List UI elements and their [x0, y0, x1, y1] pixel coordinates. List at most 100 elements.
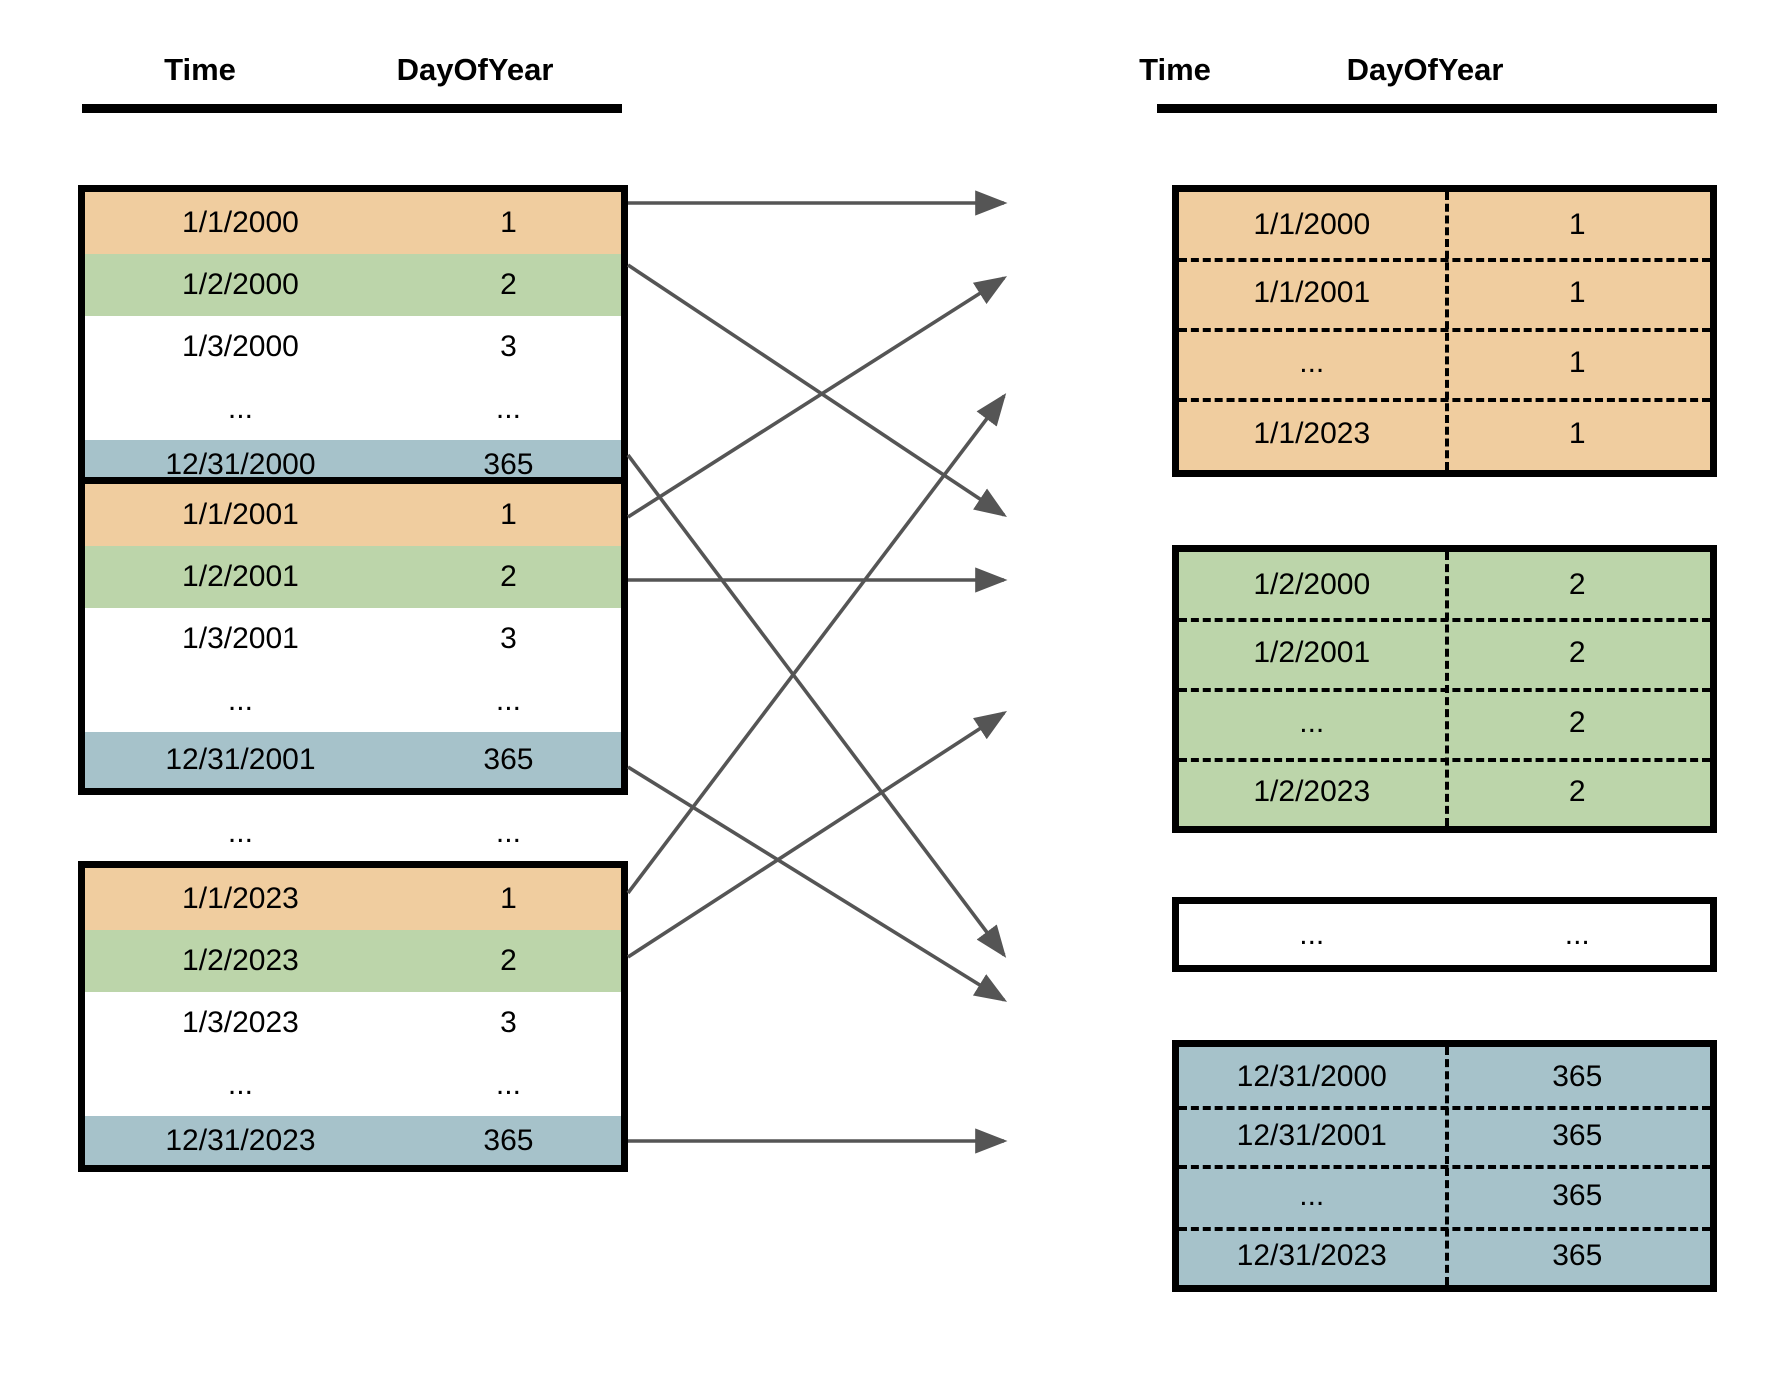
cell-dayofyear: 365: [1552, 1119, 1603, 1152]
cell-dayofyear: 1: [1568, 346, 1586, 379]
source-table-year-2023: 1/1/2023 1 1/2/2023 2 1/3/2023 3 ... ...…: [78, 861, 628, 1172]
cell-time: ...: [1299, 918, 1325, 951]
cell-time: 12/31/2001: [1236, 1119, 1387, 1152]
cell-time: 1/2/2000: [85, 254, 396, 316]
cell-time: ...: [1299, 1179, 1325, 1212]
table-row: 1/1/2001 1: [1179, 258, 1710, 328]
table-row: 12/31/2000 365: [1179, 1047, 1710, 1106]
cell-dayofyear: 2: [395, 254, 621, 316]
cell-dayofyear: 365: [1552, 1060, 1603, 1093]
right-header-time: Time: [1139, 52, 1211, 87]
cell-dayofyear: 2: [1568, 775, 1586, 808]
cell-dayofyear: 2: [395, 930, 621, 992]
cell-time: 1/2/2001: [1253, 636, 1371, 669]
cell-time: ...: [227, 816, 253, 849]
table-row: 1/1/2000 1: [85, 192, 621, 254]
table-row: 12/31/2001 365: [1179, 1106, 1710, 1165]
cell-dayofyear: 1: [395, 192, 621, 254]
cell-time: 1/2/2023: [1253, 775, 1371, 808]
table-row: 12/31/2023 365: [1179, 1227, 1710, 1285]
cell-time: 12/31/2023: [85, 1116, 396, 1165]
cell-dayofyear: 3: [395, 608, 621, 670]
table-row: 1/3/2023 3: [85, 992, 621, 1054]
connector-arrow: [627, 711, 1008, 959]
source-table-year-2000: 1/1/2000 1 1/2/2000 2 1/3/2000 3 ... ...…: [78, 185, 628, 490]
left-header-dayofyear: DayOfYear: [396, 52, 554, 87]
table-row: 1/2/2023 2: [85, 930, 621, 992]
cell-dayofyear: 1: [1568, 417, 1586, 450]
cell-time: ...: [85, 1054, 396, 1116]
cell-dayofyear: 3: [395, 992, 621, 1054]
table-row: 1/2/2001 2: [85, 546, 621, 608]
connector-arrow: [627, 263, 1007, 517]
cell-dayofyear: 2: [1568, 568, 1586, 601]
cell-dayofyear: ...: [1564, 918, 1590, 951]
cell-dayofyear: 1: [1568, 208, 1586, 241]
cell-time: ...: [85, 378, 396, 440]
table-row: ... ...: [85, 670, 621, 732]
cell-time: 12/31/2023: [1236, 1239, 1387, 1272]
table-row: 12/31/2023 365: [85, 1116, 621, 1165]
cell-dayofyear: 1: [395, 868, 621, 930]
cell-dayofyear: 365: [1552, 1179, 1603, 1212]
cell-time: 1/3/2000: [85, 316, 396, 378]
table-row: 1/1/2000 1: [1179, 192, 1710, 258]
right-header-rule: [1157, 104, 1717, 113]
cell-dayofyear: 1: [395, 484, 621, 546]
right-header-dayofyear: DayOfYear: [1346, 52, 1504, 87]
cell-time: 1/1/2001: [85, 484, 396, 546]
table-row: 12/31/2000 365: [85, 440, 621, 490]
connector-arrow: [626, 393, 1007, 895]
table-row: ... ...: [85, 1054, 621, 1116]
cell-dayofyear: 2: [395, 546, 621, 608]
cell-dayofyear: ...: [395, 670, 621, 732]
cell-dayofyear: 1: [1568, 276, 1586, 309]
cell-time: 1/2/2001: [85, 546, 396, 608]
left-header-rule: [82, 104, 622, 113]
table-row: 1/3/2000 3: [85, 316, 621, 378]
table-row: ... ...: [1179, 904, 1710, 965]
target-table-dayofyear-2: 1/2/2000 2 1/2/2001 2 ... 2 1/2/2023 2: [1172, 545, 1717, 833]
cell-dayofyear: 3: [395, 316, 621, 378]
cell-time: 1/1/2001: [1253, 276, 1371, 309]
cell-time: 1/2/2000: [1253, 568, 1371, 601]
target-table-dayofyear-ellipsis: ... ...: [1172, 897, 1717, 972]
table-row: 1/2/2023 2: [1179, 758, 1710, 826]
cell-time: ...: [1299, 346, 1325, 379]
cell-dayofyear: 2: [1568, 706, 1586, 739]
table-row: 1/3/2001 3: [85, 608, 621, 670]
cell-time: 1/1/2023: [85, 868, 396, 930]
table-row: 12/31/2001 365: [85, 732, 621, 788]
cell-dayofyear: 2: [1568, 636, 1586, 669]
cell-time: ...: [1299, 706, 1325, 739]
table-row: 1/1/2001 1: [85, 484, 621, 546]
connector-arrow: [627, 765, 1008, 1002]
table-row: 1/2/2000 2: [85, 254, 621, 316]
source-gap-ellipsis-row: ... ...: [85, 805, 621, 861]
cell-time: ...: [85, 670, 396, 732]
cell-dayofyear: ...: [395, 378, 621, 440]
cell-dayofyear: 365: [395, 732, 621, 788]
table-row: ... ...: [85, 378, 621, 440]
cell-dayofyear: ...: [395, 1054, 621, 1116]
table-row: 1/1/2023 1: [1179, 398, 1710, 470]
cell-dayofyear: 365: [1552, 1239, 1603, 1272]
cell-time: 12/31/2000: [1236, 1060, 1387, 1093]
source-table-year-2001: 1/1/2001 1 1/2/2001 2 1/3/2001 3 ... ...…: [78, 477, 628, 795]
cell-time: 1/1/2000: [1253, 208, 1371, 241]
target-table-dayofyear-365-lower: 12/31/2000 365 12/31/2001 365 ... 365 12…: [1172, 1040, 1717, 1292]
connector-arrow: [626, 453, 1007, 958]
table-row: 1/2/2000 2: [1179, 552, 1710, 618]
left-header-time: Time: [164, 52, 236, 87]
cell-time: 12/31/2001: [85, 732, 396, 788]
table-row: ... 2: [1179, 688, 1710, 758]
table-row: 1/1/2023 1: [85, 868, 621, 930]
table-row: ... 365: [1179, 1165, 1710, 1227]
cell-dayofyear: 365: [395, 1116, 621, 1165]
cell-time: 1/1/2000: [85, 192, 396, 254]
cell-time: 1/1/2023: [1253, 417, 1371, 450]
connector-arrow: [627, 276, 1008, 519]
table-row: 1/2/2001 2: [1179, 618, 1710, 688]
cell-dayofyear: ...: [495, 816, 521, 849]
